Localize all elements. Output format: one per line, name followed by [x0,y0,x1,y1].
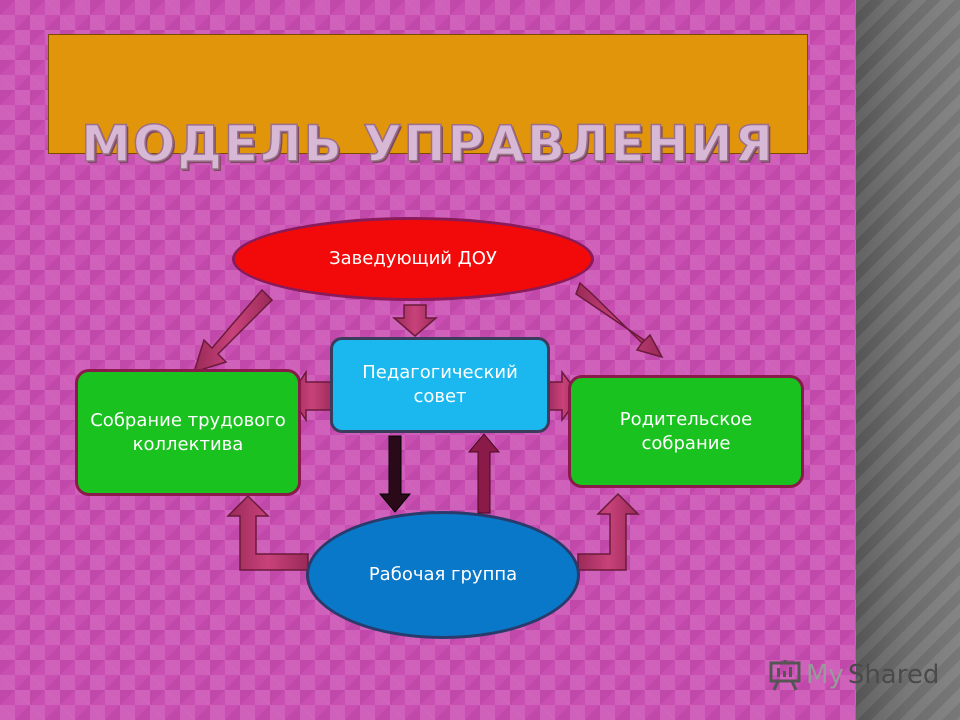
node-pedagogical-council: Педагогический совет [330,337,550,433]
presentation-board-icon [769,660,801,691]
arrow-workgroup-to-parents [577,492,640,571]
arrow-council-to-workgroup [378,435,412,513]
node-head: Заведующий ДОУ [232,217,594,301]
watermark-my: My [806,660,844,690]
arrow-workgroup-to-staff [226,494,309,571]
title-bar: МОДЕЛЬ УПРАВЛЕНИЯ [48,34,808,174]
node-work-group: Рабочая группа [306,511,580,639]
slide-title: МОДЕЛЬ УПРАВЛЕНИЯ [80,114,775,174]
arrow-head-to-parents [575,281,664,359]
watermark-shared: Shared [847,660,940,690]
node-parent-meeting: Родительское собрание [568,375,804,488]
arrow-head-to-council [391,304,439,337]
node-staff-meeting: Собрание трудового коллектива [75,369,301,496]
arrow-head-to-staff [192,288,274,374]
right-sidebar-strip [856,0,960,720]
arrow-workgroup-to-council [467,433,501,514]
